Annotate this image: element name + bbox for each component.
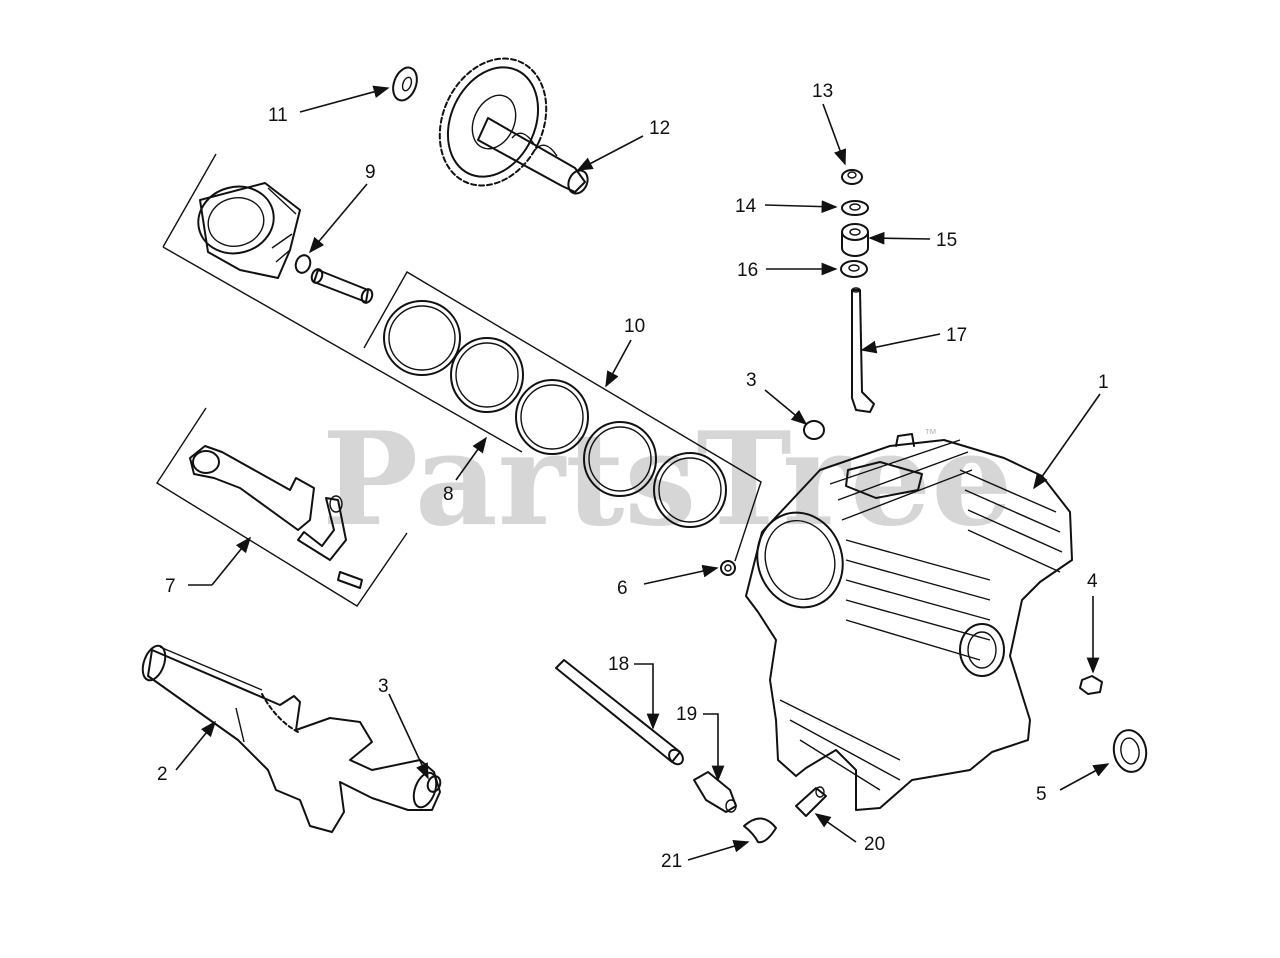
part-8-10-piston-rings[interactable] bbox=[383, 300, 727, 528]
leader-lines bbox=[175, 85, 1110, 861]
callout-16: 16 bbox=[737, 260, 758, 281]
callout-14: 14 bbox=[735, 196, 757, 217]
part-15-spacer[interactable] bbox=[841, 223, 869, 257]
part-3-crank-plug-lower[interactable] bbox=[426, 774, 443, 793]
part-16-washer[interactable] bbox=[840, 260, 868, 278]
part-13-nut[interactable] bbox=[841, 169, 863, 185]
callout-12: 12 bbox=[649, 118, 670, 139]
part-14-washer[interactable] bbox=[841, 200, 869, 216]
callout-6: 6 bbox=[617, 578, 628, 599]
part-2-crankshaft[interactable] bbox=[138, 643, 441, 833]
callout-20: 20 bbox=[864, 834, 885, 855]
part-18-tube[interactable] bbox=[555, 659, 686, 767]
part-piston-pin[interactable] bbox=[310, 268, 374, 305]
callout-19: 19 bbox=[676, 704, 697, 725]
callout-15: 15 bbox=[936, 230, 957, 251]
callout-17: 17 bbox=[946, 325, 967, 346]
callout-1: 1 bbox=[1098, 372, 1109, 393]
callout-9: 9 bbox=[365, 162, 376, 183]
part-12-camshaft-gear[interactable] bbox=[420, 41, 591, 203]
part-piston[interactable] bbox=[191, 178, 301, 279]
callout-5: 5 bbox=[1036, 784, 1047, 805]
callout-3a: 3 bbox=[746, 370, 757, 391]
piston-assembly-box bbox=[162, 153, 523, 453]
callout-labels: 1 2 3 3 4 5 6 7 8 9 10 11 12 13 14 15 16… bbox=[157, 81, 1109, 872]
part-19-valve[interactable] bbox=[693, 771, 737, 813]
part-11-thrust-washer[interactable] bbox=[389, 64, 421, 103]
part-4-fitting[interactable] bbox=[1079, 675, 1103, 695]
watermark: PartsTree bbox=[322, 405, 1013, 555]
callout-3b: 3 bbox=[378, 676, 389, 697]
part-5-oil-seal[interactable] bbox=[1111, 728, 1150, 775]
callout-4: 4 bbox=[1087, 571, 1098, 592]
callout-7: 7 bbox=[165, 576, 176, 597]
part-20-nipple[interactable] bbox=[795, 786, 827, 817]
piston-rings-box bbox=[363, 271, 762, 562]
part-1-crankcase-block[interactable] bbox=[744, 433, 1073, 811]
callout-18: 18 bbox=[608, 654, 629, 675]
connecting-rod-box bbox=[156, 407, 408, 607]
part-21-clamp[interactable] bbox=[743, 817, 777, 844]
part-3-plug-upper[interactable] bbox=[803, 420, 825, 440]
part-17-stud[interactable] bbox=[851, 287, 875, 413]
callout-21: 21 bbox=[661, 851, 682, 872]
part-6-dowel-pin[interactable] bbox=[720, 560, 736, 576]
watermark-trademark: ™ bbox=[924, 426, 937, 441]
callout-13: 13 bbox=[812, 81, 833, 102]
callout-2: 2 bbox=[157, 764, 168, 785]
callout-10: 10 bbox=[624, 316, 645, 337]
callout-8: 8 bbox=[443, 484, 454, 505]
callout-11: 11 bbox=[268, 105, 288, 126]
part-7-connecting-rod[interactable] bbox=[189, 445, 363, 589]
part-9-piston-pin-clip[interactable] bbox=[293, 253, 312, 275]
